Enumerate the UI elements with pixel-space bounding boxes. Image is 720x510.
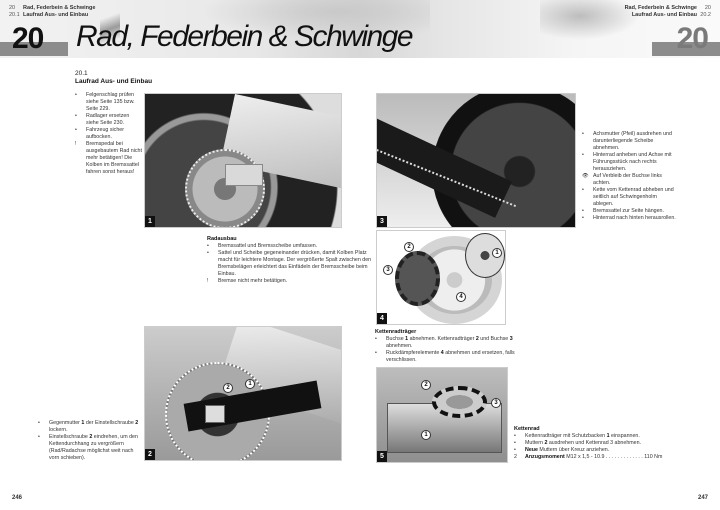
list-item: •Achsmutter (Pfeil) ausdrehen und darunt… (582, 131, 672, 151)
radausbau-block: Radausbau •Bremssattel und Bremsscheibe … (207, 236, 372, 285)
note-item: 👁Auf Verbleib der Buchse links achten. (582, 173, 662, 186)
figure-4-exploded-wheel: 1 2 3 4 4 (376, 230, 506, 325)
list-item: •Radlager ersetzen siehe Seite 230. (75, 113, 130, 126)
list-item: •Felgenschlag prüfen siehe Seite 135 bzw… (75, 92, 135, 112)
chapter-number-left: 20 (12, 22, 44, 55)
figure-5-sprocket-in-vise: 1 2 3 5 (376, 367, 508, 463)
list-item: •Bremssattel zur Seite hängen. (582, 208, 664, 214)
callout-4: 4 (456, 292, 466, 302)
warning-icon: ! (75, 141, 77, 147)
chain-adjust-list: •Gegenmutter 1 der Einstellschraube 2 lo… (38, 420, 140, 462)
callout-1: 1 (421, 430, 431, 440)
figure-number-badge: 1 (145, 216, 155, 227)
list-item: •Kettenradträger mit Schutzbacken 1 eins… (514, 433, 640, 439)
kettenrad-block: Kettenrad •Kettenradträger mit Schutzbac… (514, 426, 679, 461)
figure-number-badge: 4 (377, 313, 387, 324)
block-title: Kettenradträger (375, 329, 417, 335)
figure-number-badge: 3 (377, 216, 387, 227)
intro-list: •Felgenschlag prüfen siehe Seite 135 bzw… (75, 92, 143, 176)
page-number-right: 247 (697, 495, 708, 501)
callout-2: 2 (223, 383, 233, 393)
chapter-bar-left (0, 42, 68, 56)
list-item: •Kette vom Kettenrad abheben und seitlic… (582, 187, 674, 207)
callout-3: 3 (383, 265, 393, 275)
page-number-left: 246 (12, 495, 23, 501)
figure-1-brake-caliper: 1 (144, 93, 342, 228)
wheel-removal-list: •Achsmutter (Pfeil) ausdrehen und darunt… (582, 131, 677, 222)
list-item: •Ruckdämpferelemente 4 abnehmen und erse… (375, 350, 515, 363)
figure-3-rear-wheel-axle: 3 (376, 93, 576, 228)
callout-2: 2 (421, 380, 431, 390)
eye-icon: 👁 (582, 173, 589, 179)
list-item: •Gegenmutter 1 der Einstellschraube 2 lo… (38, 420, 139, 433)
list-item: •Fahrzeug sicher aufbocken. (75, 127, 124, 140)
warning-item: !Bremse nicht mehr betätigen. (207, 278, 288, 284)
section-title: Laufrad Aus- und Einbau (75, 78, 153, 85)
figure-number-badge: 2 (145, 449, 155, 460)
list-item: •Buchse 1 abnehmen. Kettenradträger 2 un… (375, 336, 513, 349)
callout-3: 3 (491, 398, 501, 408)
list-item: •Muttern 2 ausdrehen und Kettenrad 3 abn… (514, 440, 642, 446)
kettenradtraeger-block: Kettenradträger •Buchse 1 abnehmen. Kett… (375, 329, 515, 364)
wrench-icon: 2 (514, 454, 517, 460)
list-item: •Einstellschraube 2 eindrehen, um den Ke… (38, 434, 138, 461)
list-item: •Sattel und Scheibe gegeneinander drücke… (207, 250, 372, 277)
warning-icon: ! (207, 278, 209, 284)
chapter-title: Rad, Federbein & Schwinge (76, 20, 414, 53)
chapter-bar-right (652, 42, 720, 56)
figure-2-chain-adjuster: 2 1 2 (144, 326, 342, 461)
list-item: •Bremssattel und Bremsscheibe umfassen. (207, 243, 318, 249)
list-item: •Neue Muttern über Kreuz anziehen. (514, 447, 610, 453)
section-number: 20.1 (75, 70, 88, 77)
list-item: •Hinterrad anheben und Achse mit Führung… (582, 152, 672, 172)
chapter-number-right: 20 (676, 22, 709, 55)
block-title: Kettenrad (514, 426, 540, 432)
block-title: Radausbau (207, 236, 237, 242)
header-banner (0, 0, 720, 58)
warning-item: !Bremspedal bei ausgebautem Rad nicht me… (75, 141, 142, 175)
callout-2: 2 (404, 242, 414, 252)
list-item: •Hinterrad nach hinten herausrollen. (582, 215, 676, 221)
figure-number-badge: 5 (377, 451, 387, 462)
callout-1: 1 (245, 379, 255, 389)
callout-1: 1 (492, 248, 502, 258)
